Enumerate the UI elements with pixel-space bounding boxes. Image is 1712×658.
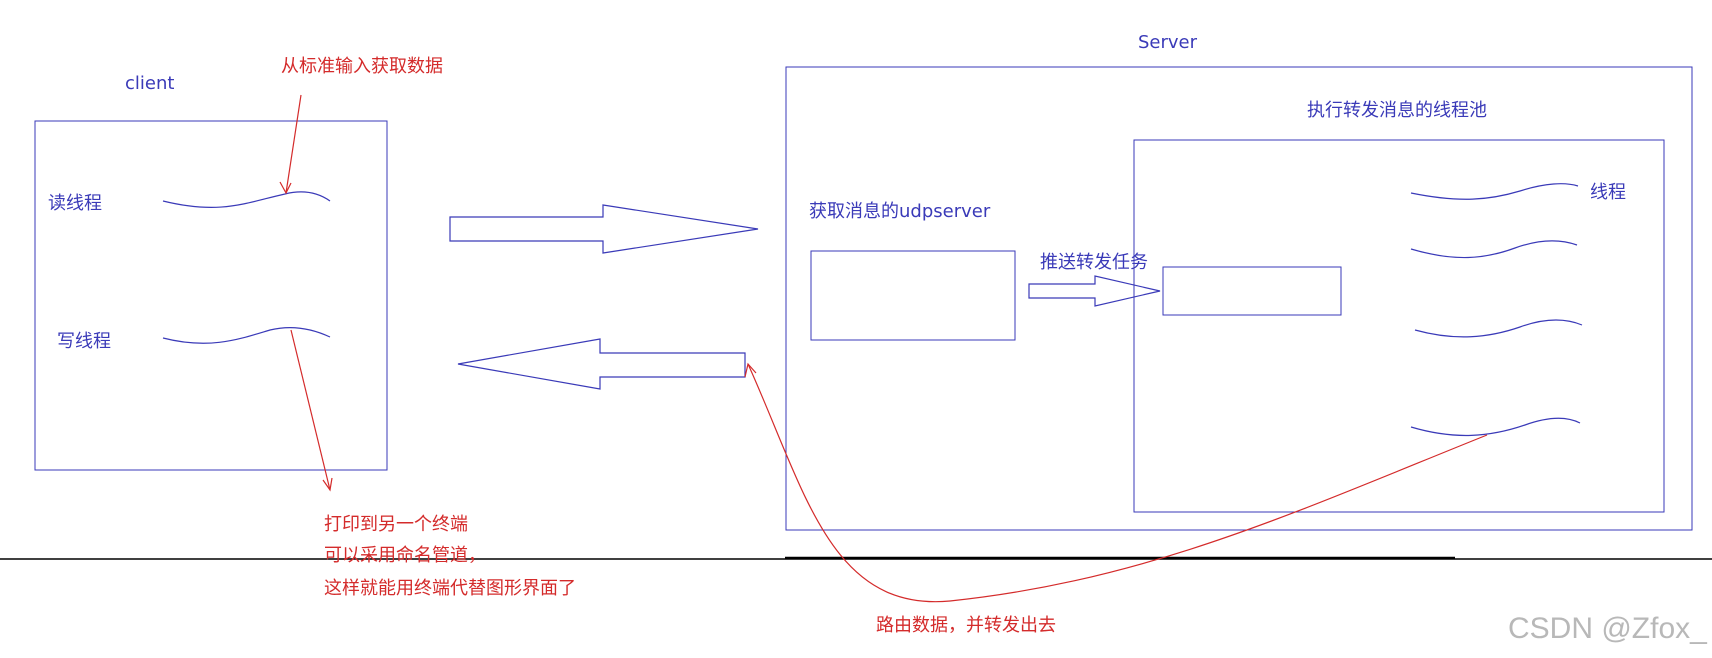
read-thread-wave bbox=[162, 191, 331, 209]
client-title: client bbox=[125, 73, 174, 94]
server-box bbox=[785, 66, 1693, 531]
thread-pool-label: 执行转发消息的线程池 bbox=[1307, 100, 1487, 121]
thread-pool-box bbox=[1133, 139, 1665, 513]
client-to-server-arrow bbox=[449, 204, 759, 254]
read-thread-label: 读线程 bbox=[48, 193, 102, 214]
print-annotation-line2: 可以采用命名管道， bbox=[324, 545, 486, 566]
thread-wave-3 bbox=[1414, 319, 1583, 338]
thread-label: 线程 bbox=[1590, 182, 1626, 203]
push-task-arrow bbox=[1028, 275, 1161, 307]
route-annotation: 路由数据，并转发出去 bbox=[876, 615, 1056, 636]
csdn-watermark: CSDN @Zfox_ bbox=[1508, 612, 1708, 645]
write-thread-label: 写线程 bbox=[57, 331, 111, 352]
udpserver-box bbox=[810, 250, 1016, 341]
thread-wave-2 bbox=[1410, 240, 1578, 259]
thread-wave-1 bbox=[1410, 183, 1579, 200]
server-title: Server bbox=[1138, 32, 1198, 53]
stdin-arrowhead bbox=[279, 181, 292, 195]
push-task-label: 推送转发任务 bbox=[1040, 252, 1148, 273]
print-annotation-line3: 这样就能用终端代替图形界面了 bbox=[324, 578, 576, 599]
print-annotation-line1: 打印到另一个终端 bbox=[324, 514, 468, 535]
client-box bbox=[34, 120, 388, 471]
route-arrowhead bbox=[744, 362, 757, 378]
udpserver-label: 获取消息的udpserver bbox=[809, 201, 991, 222]
route-curve bbox=[747, 363, 1488, 603]
print-arrowhead bbox=[322, 477, 333, 492]
server-to-client-arrow bbox=[457, 338, 746, 390]
stdin-annotation: 从标准输入获取数据 bbox=[281, 56, 443, 77]
stdin-arrow-line bbox=[285, 94, 302, 194]
task-queue-box bbox=[1162, 266, 1342, 316]
print-arrow-line bbox=[290, 329, 331, 491]
write-thread-wave bbox=[162, 326, 331, 344]
thread-wave-4 bbox=[1410, 417, 1581, 437]
